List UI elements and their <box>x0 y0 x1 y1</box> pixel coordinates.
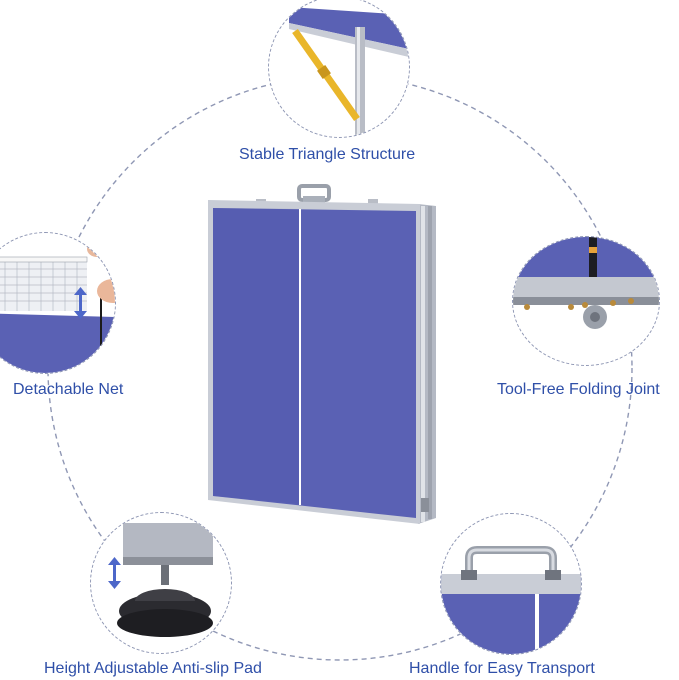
anti-slip-pad-image <box>108 523 213 637</box>
callout-triangle-structure <box>268 0 410 138</box>
label-triangle-structure: Stable Triangle Structure <box>239 146 416 163</box>
transport-handle-image <box>441 546 581 654</box>
triangle-structure-image <box>289 7 409 137</box>
label-anti-slip-pad: Height Adjustable Anti-slip Pad <box>44 660 262 677</box>
label-detachable-net: Detachable Net <box>13 381 124 398</box>
carry-handle <box>297 184 331 204</box>
label-folding-joint: Tool-Free Folding Joint <box>497 381 660 398</box>
callout-anti-slip-pad <box>90 512 232 654</box>
label-transport-handle: Handle for Easy Transport <box>409 660 595 677</box>
table-surface <box>213 208 416 518</box>
detachable-net-image <box>0 241 115 373</box>
callout-detachable-net <box>0 232 116 374</box>
callout-transport-handle <box>440 513 582 655</box>
callout-folding-joint <box>512 236 660 366</box>
folding-joint-image <box>513 237 659 329</box>
